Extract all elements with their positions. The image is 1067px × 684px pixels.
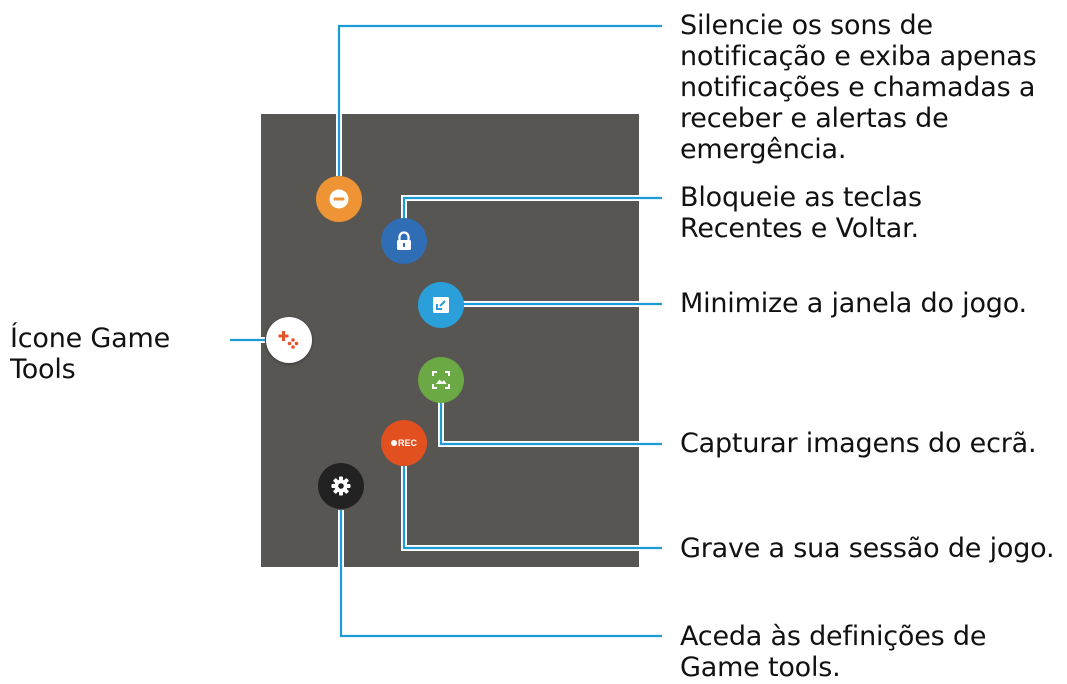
- callout-screenshot-text: Capturar imagens do ecrã.: [680, 428, 1037, 459]
- callout-record-text: Grave a sua sessão de jogo.: [680, 533, 1055, 564]
- screenshot-button[interactable]: [418, 357, 464, 403]
- game-screen-panel: [261, 114, 639, 567]
- lock-keys-button[interactable]: [381, 218, 427, 264]
- do-not-disturb-button[interactable]: [316, 176, 362, 222]
- record-button[interactable]: REC: [381, 420, 427, 466]
- game-tools-icon: [277, 328, 301, 352]
- game-tools-button[interactable]: [266, 317, 312, 363]
- lock-icon: [394, 230, 414, 252]
- callout-settings-text: Aceda às definições de Game tools.: [680, 621, 987, 683]
- record-button-label: REC: [397, 438, 417, 448]
- settings-button[interactable]: [318, 463, 364, 509]
- callout-lock-text: Bloqueie as teclas Recentes e Voltar.: [680, 182, 922, 244]
- callout-game-tools-text: Ícone Game Tools: [10, 323, 171, 385]
- callout-dnd-text: Silencie os sons de notificação e exiba …: [680, 10, 1037, 165]
- record-dot: [390, 440, 397, 446]
- minimize-button[interactable]: [418, 282, 464, 328]
- minus-circle-icon: [328, 188, 350, 210]
- gear-icon: [330, 475, 352, 497]
- callout-minimize-text: Minimize a janela do jogo.: [680, 288, 1027, 319]
- screenshot-icon: [430, 369, 452, 391]
- minimize-icon: [431, 295, 451, 315]
- record-icon: REC: [390, 438, 417, 448]
